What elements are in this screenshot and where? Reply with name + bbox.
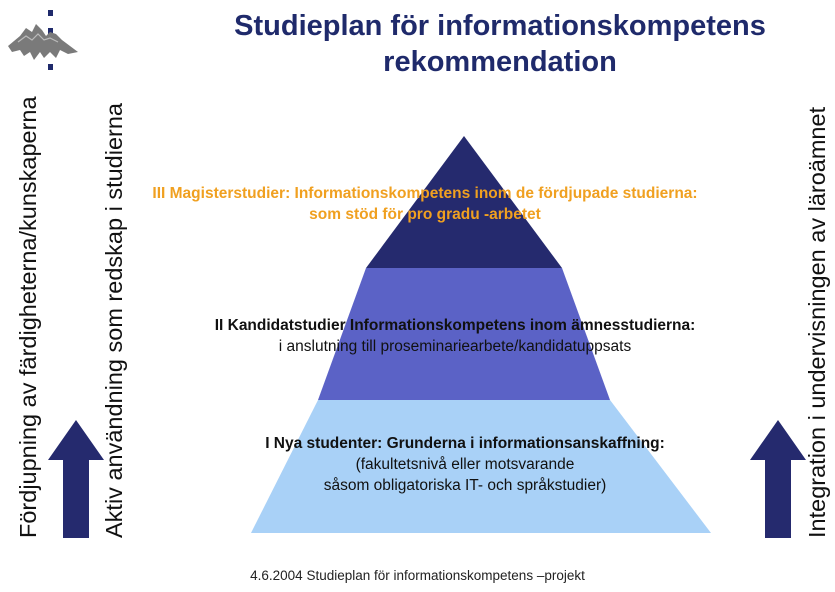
right-up-arrow-icon [750,420,806,538]
logo-dot [48,28,53,34]
university-logo [8,10,78,70]
logo-plant-mark [8,24,78,60]
footer-text: 4.6.2004 Studieplan för informationskomp… [250,568,585,583]
level-1-text: I Nya studenter: Grunderna i information… [175,433,755,496]
left-up-arrow-icon [48,420,104,538]
right-vertical-label: Integration i undervisningen av läroämne… [804,106,830,538]
left-inner-vertical-label: Aktiv användning som redskap i studierna [101,103,127,538]
level-2-text: II Kandidatstudier Informationskompetens… [155,315,755,357]
pyramid-level-2 [318,268,610,400]
level-1-heading: I Nya studenter: Grunderna i information… [265,435,665,452]
title-line-1: Studieplan för informationskompetens [234,10,766,42]
level-3-subtext: som stöd för pro gradu -arbetet [309,206,541,223]
logo-dot [48,64,53,70]
title-line-2: rekommendation [383,46,617,78]
level-1-subtext-1: (fakultetsnivå eller motsvarande [355,456,575,473]
level-1-subtext-2: såsom obligatoriska IT- och språkstudier… [323,477,607,494]
page-title: Studieplan för informationskompetens rek… [170,8,830,80]
pyramid-level-3 [366,136,562,268]
left-outer-vertical-label: Fördjupning av färdigheterna/kunskaperna [15,96,41,538]
level-2-heading: II Kandidatstudier Informationskompetens… [214,317,696,334]
pyramid-level-1 [251,400,711,533]
level-3-text: III Magisterstudier: Informationskompete… [125,183,725,225]
level-2-subtext: i anslutning till proseminariearbete/kan… [278,338,632,355]
logo-dot [48,10,53,16]
level-3-heading: III Magisterstudier: Informationskompete… [152,185,698,202]
